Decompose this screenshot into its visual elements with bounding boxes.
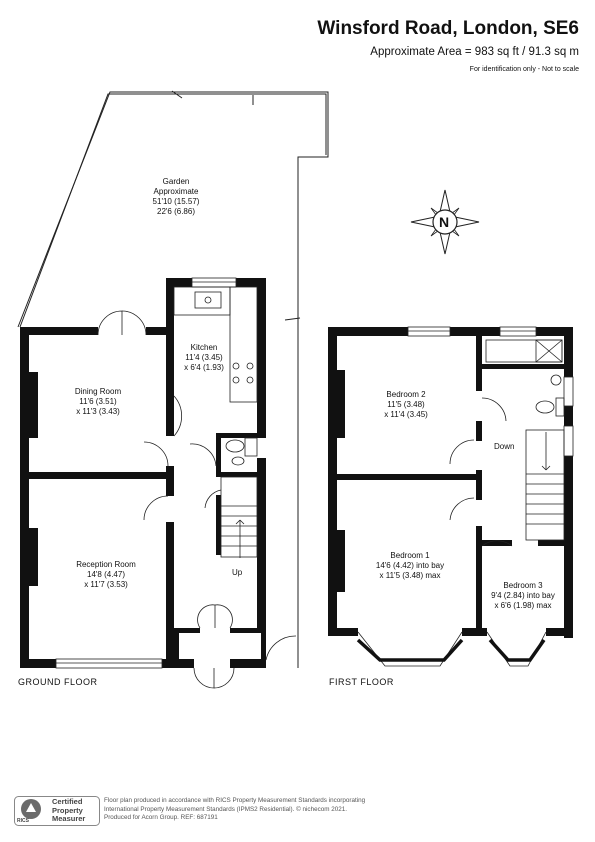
reception-room-label: Reception Room 14'8 (4.47) x 11'7 (3.53) [58,560,154,590]
bedroom-2-name: Bedroom 2 [386,390,426,399]
footer-line-2: International Property Measurement Stand… [104,805,347,813]
stairs-up-label: Up [232,568,243,577]
reception-room-dim1: 14'8 (4.47) [87,570,125,579]
bedroom-3-dim1: 9'4 (2.84) into bay [491,591,555,600]
badge-line-3: Measurer [52,814,86,823]
bedroom-1-name: Bedroom 1 [390,551,430,560]
bedroom-1-dim1: 14'6 (4.42) into bay [375,561,445,570]
identification-note: For identification only - Not to scale [469,66,579,73]
bedroom-1-label: Bedroom 1 14'6 (4.42) into bay x 11'5 (3… [360,551,460,581]
bedroom-1-dim2: x 11'5 (3.48) max [379,571,441,580]
bedroom-3-dim2: x 6'6 (1.98) max [494,601,552,610]
stairs-down-label: Down [494,442,515,451]
garden-label: Garden Approximate 51'10 (15.57) 22'6 (6… [136,177,216,217]
bedroom-3-label: Bedroom 3 9'4 (2.84) into bay x 6'6 (1.9… [480,581,566,611]
dining-room-label: Dining Room 11'6 (3.51) x 11'3 (3.43) [58,387,138,417]
garden-boundary [17,90,329,668]
rics-org: RICS [17,818,29,824]
property-title: Winsford Road, London, SE6 [317,18,579,39]
garden-approx: Approximate [153,187,199,196]
garden-dim1: 51'10 (15.57) [152,197,200,206]
dining-room-name: Dining Room [74,387,122,396]
kitchen-name: Kitchen [190,343,218,352]
bedroom-2-label: Bedroom 2 11'5 (3.48) x 11'4 (3.45) [366,390,446,420]
kitchen-dim2: x 6'4 (1.93) [184,363,224,372]
footer-line-1: Floor plan produced in accordance with R… [104,797,366,804]
dining-room-dim1: 11'6 (3.51) [79,397,117,406]
kitchen-dim1: 11'4 (3.45) [185,353,223,362]
badge-text: Certified Property Measurer [52,797,86,824]
footer-line-3: Produced for Acorn Group. REF: 687191 [104,814,218,821]
garden-dim2: 22'6 (6.86) [157,207,195,216]
footer-disclaimer: Floor plan produced in accordance with R… [104,797,424,823]
badge-line-1: Certified [52,797,83,806]
compass-label: N [439,214,450,230]
bedroom-2-dim1: 11'5 (3.48) [387,400,425,409]
rics-badge-icon [14,796,100,826]
badge-line-2: Property [52,805,83,815]
first-floor-walls [328,327,573,638]
first-floor-label: FIRST FLOOR [329,677,394,687]
garden-name: Garden [162,177,190,186]
dining-room-dim2: x 11'3 (3.43) [76,407,120,416]
approximate-area: Approximate Area = 983 sq ft / 91.3 sq m [370,46,579,58]
first-floor-fixtures [356,326,574,667]
kitchen-label: Kitchen 11'4 (3.45) x 6'4 (1.93) [176,343,232,373]
reception-room-dim2: x 11'7 (3.53) [84,580,128,589]
reception-room-name: Reception Room [76,560,136,569]
compass-icon [410,189,480,255]
ground-floor-walls [20,278,266,668]
bedroom-2-dim2: x 11'4 (3.45) [384,410,428,419]
bedroom-3-name: Bedroom 3 [503,581,543,590]
ground-floor-label: GROUND FLOOR [18,677,98,687]
ground-floor-fixtures [55,277,297,689]
